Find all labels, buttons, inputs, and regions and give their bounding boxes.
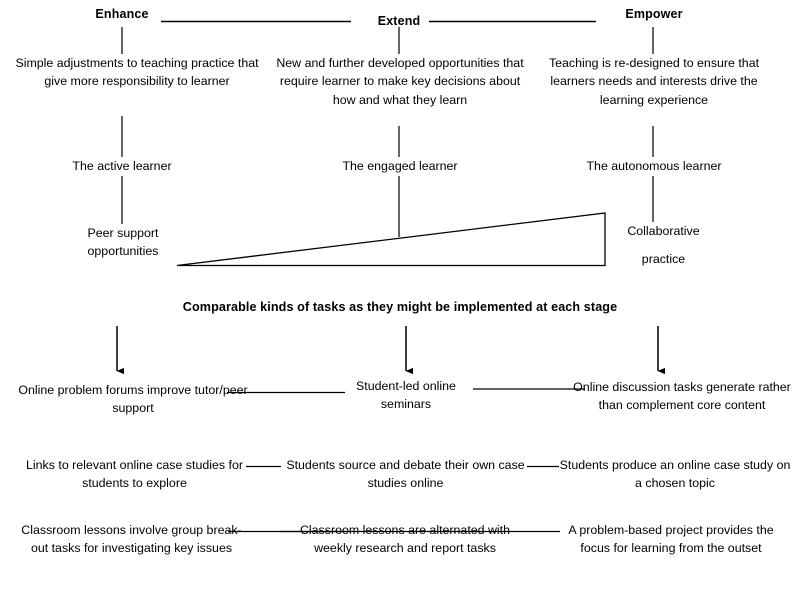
stage-description-empower: Teaching is re-designed to ensure that l… xyxy=(548,56,760,107)
stage-title-extend: Extend xyxy=(377,14,421,28)
task-extend-row3: Classroom lessons are alternated with we… xyxy=(299,523,511,556)
task-enhance-row2: Links to relevant online case studies fo… xyxy=(26,458,243,491)
task-empower-row2: Students produce an online case study on… xyxy=(559,458,791,491)
task-extend-row2: Students source and debate their own cas… xyxy=(286,458,525,491)
task-enhance-row3: Classroom lessons involve group break-ou… xyxy=(21,523,242,556)
section-heading: Comparable kinds of tasks as they might … xyxy=(182,300,618,314)
stage-description-extend: New and further developed opportunities … xyxy=(276,56,524,107)
learner-label-enhance: The active learner xyxy=(72,159,172,173)
stage-title-empower: Empower xyxy=(625,7,683,21)
learner-label-empower: The autonomous learner xyxy=(586,159,722,173)
practice-label-empower-line2: practice xyxy=(641,252,686,266)
task-empower-row3: A problem-based project provides the foc… xyxy=(568,523,774,556)
stage-description-enhance: Simple adjustments to teaching practice … xyxy=(15,56,259,89)
learner-label-extend: The engaged learner xyxy=(342,159,458,173)
task-empower-row1: Online discussion tasks generate rather … xyxy=(573,380,791,413)
task-extend-row1: Student-led online seminars xyxy=(356,379,456,412)
stage-title-enhance: Enhance xyxy=(95,7,149,21)
practice-label-empower-line1: Collaborative xyxy=(627,224,700,238)
progression-triangle xyxy=(176,212,606,267)
task-enhance-row1: Online problem forums improve tutor/peer… xyxy=(18,383,248,416)
practice-label-enhance: Peer support opportunities xyxy=(87,226,159,259)
